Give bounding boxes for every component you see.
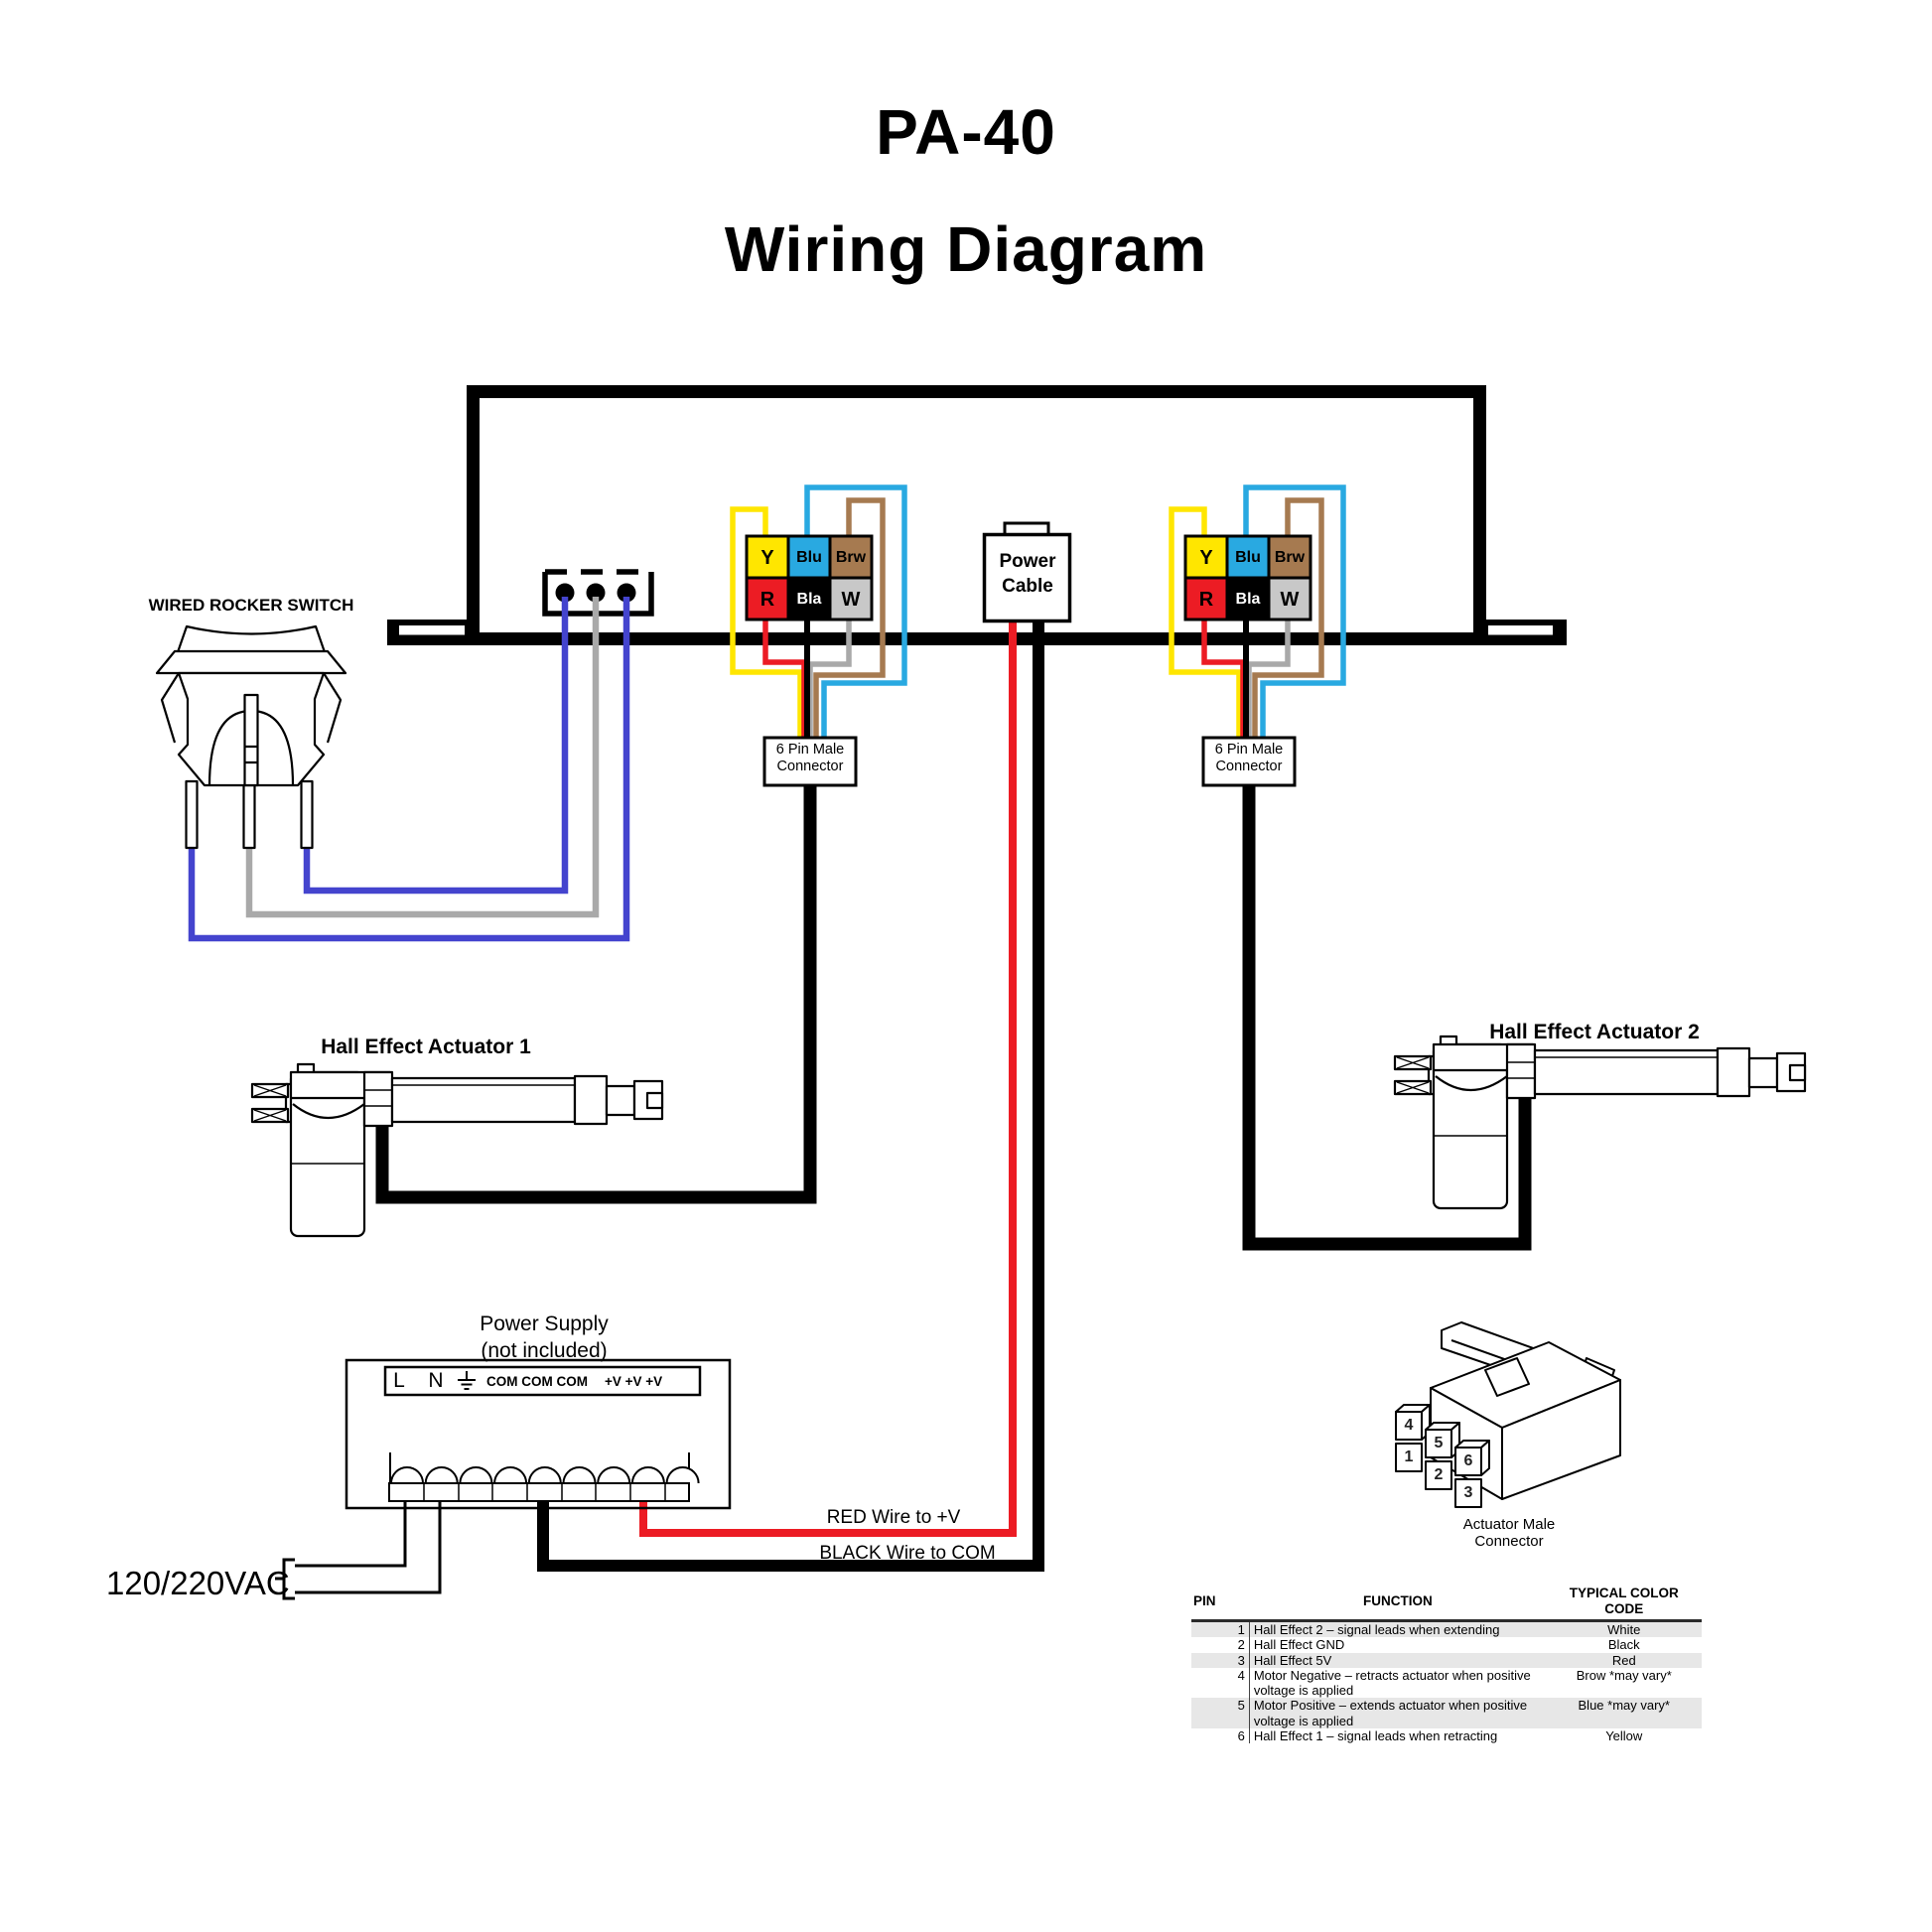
table-row: 5 Motor Positive – extends actuator when… xyxy=(1191,1698,1702,1729)
male-connector-pin-3: 3 xyxy=(1463,1484,1473,1501)
block1-cell-brown-label: Brw xyxy=(835,549,867,566)
male-connector-pin-5: 5 xyxy=(1434,1435,1444,1451)
pin-value: 4 xyxy=(1191,1667,1250,1699)
pin-connector1-label-line2: Connector xyxy=(776,759,844,774)
block1-cell-black-label: Bla xyxy=(796,591,822,608)
pin-connector2-label-line1: 6 Pin Male xyxy=(1214,742,1284,758)
terminal-n-label: N xyxy=(428,1369,444,1392)
pin-value: 6 xyxy=(1191,1728,1250,1744)
pin-value: 1 xyxy=(1191,1620,1250,1638)
block2-cell-red-label: R xyxy=(1198,589,1214,611)
power-supply-label-line2: (not included) xyxy=(481,1339,608,1362)
block2-cell-brown-label: Brw xyxy=(1274,549,1306,566)
actuator-male-connector-drawing xyxy=(1395,1321,1621,1508)
color-value: Yellow xyxy=(1605,1728,1643,1744)
ac-input-label: 120/220VAC xyxy=(106,1565,290,1601)
actuator1-cable xyxy=(375,785,817,1204)
male-connector-pin-1: 1 xyxy=(1404,1449,1414,1465)
pin-connector1-label-line1: 6 Pin Male xyxy=(775,742,845,758)
power-cable-box xyxy=(982,521,1072,623)
function-value: Hall Effect GND xyxy=(1253,1637,1345,1653)
pin-function-table: PIN FUNCTION TYPICAL COLOR CODE 1 Hall E… xyxy=(1191,1585,1702,1744)
block2-cell-white-label: W xyxy=(1280,589,1300,611)
ground-symbol xyxy=(458,1371,476,1390)
male-connector-label-line1: Actuator Male xyxy=(1462,1516,1556,1533)
table-row: 2 Hall Effect GND Black xyxy=(1191,1637,1702,1653)
male-connector-label-line2: Connector xyxy=(1474,1533,1544,1550)
red-power-wire xyxy=(639,622,1017,1537)
table-row: 4 Motor Negative – retracts actuator whe… xyxy=(1191,1667,1702,1699)
black-power-wire xyxy=(537,622,1044,1572)
page-title: PA-40 xyxy=(876,96,1056,168)
terminal-v-labels: +V +V +V xyxy=(605,1374,663,1389)
power-cable-label-line1: Power xyxy=(999,551,1056,572)
table-header-color: TYPICAL COLOR CODE xyxy=(1546,1585,1702,1622)
terminal-com-labels: COM COM COM xyxy=(486,1374,588,1389)
function-value: Motor Negative – retracts actuator when … xyxy=(1253,1667,1531,1699)
block2-cell-blue-label: Blu xyxy=(1235,549,1261,566)
black-wire-label: BLACK Wire to COM xyxy=(819,1543,996,1564)
function-value: Hall Effect 5V xyxy=(1253,1652,1332,1668)
page-subtitle: Wiring Diagram xyxy=(724,213,1208,285)
rocker-switch-wires xyxy=(188,597,630,942)
ac-input-wires xyxy=(275,1501,442,1600)
power-supply-label-line1: Power Supply xyxy=(480,1312,609,1335)
table-header-pin: PIN xyxy=(1191,1585,1250,1622)
hall-actuator-1-drawing xyxy=(250,1062,664,1238)
block1-cell-blue-label: Blu xyxy=(796,549,822,566)
terminal-l-label: L xyxy=(393,1369,405,1392)
color-value: Red xyxy=(1611,1652,1636,1668)
color-value: Brow *may vary* xyxy=(1576,1667,1672,1683)
red-wire-label: RED Wire to +V xyxy=(826,1507,961,1528)
block1-cell-red-label: R xyxy=(759,589,775,611)
power-supply-drawing xyxy=(345,1358,732,1510)
pin-value: 3 xyxy=(1191,1652,1250,1668)
table-header-function: FUNCTION xyxy=(1249,1585,1547,1622)
block1-cell-white-label: W xyxy=(841,589,861,611)
table-row: 1 Hall Effect 2 – signal leads when exte… xyxy=(1191,1620,1702,1638)
rocker-switch-drawing xyxy=(155,624,347,850)
function-value: Motor Positive – extends actuator when p… xyxy=(1253,1698,1528,1728)
hall-actuator-2-drawing xyxy=(1393,1035,1807,1210)
table-row: 6 Hall Effect 1 – signal leads when retr… xyxy=(1191,1728,1702,1744)
table-row: 3 Hall Effect 5V Red xyxy=(1191,1652,1702,1668)
function-value: Hall Effect 1 – signal leads when retrac… xyxy=(1253,1728,1498,1744)
color-value: Black xyxy=(1607,1637,1640,1653)
power-cable-label-line2: Cable xyxy=(1002,576,1053,597)
actuator2-label: Hall Effect Actuator 2 xyxy=(1489,1021,1700,1043)
color-value: Blue *may vary* xyxy=(1578,1698,1670,1714)
function-value: Hall Effect 2 – signal leads when extend… xyxy=(1253,1621,1500,1637)
actuator2-cable xyxy=(1242,785,1532,1251)
block2-cell-black-label: Bla xyxy=(1235,591,1261,608)
block2-cell-yellow-label: Y xyxy=(1199,547,1213,569)
rocker-switch-label: WIRED ROCKER SWITCH xyxy=(148,596,354,615)
color-value: White xyxy=(1607,1621,1641,1637)
actuator1-label: Hall Effect Actuator 1 xyxy=(321,1035,531,1058)
male-connector-pin-4: 4 xyxy=(1404,1417,1414,1434)
pin-value: 2 xyxy=(1191,1637,1250,1653)
male-connector-pin-2: 2 xyxy=(1434,1466,1444,1483)
pin-value: 5 xyxy=(1191,1698,1250,1729)
pin-connector2-label-line2: Connector xyxy=(1215,759,1283,774)
male-connector-pin-6: 6 xyxy=(1463,1452,1473,1469)
block1-cell-yellow-label: Y xyxy=(760,547,774,569)
